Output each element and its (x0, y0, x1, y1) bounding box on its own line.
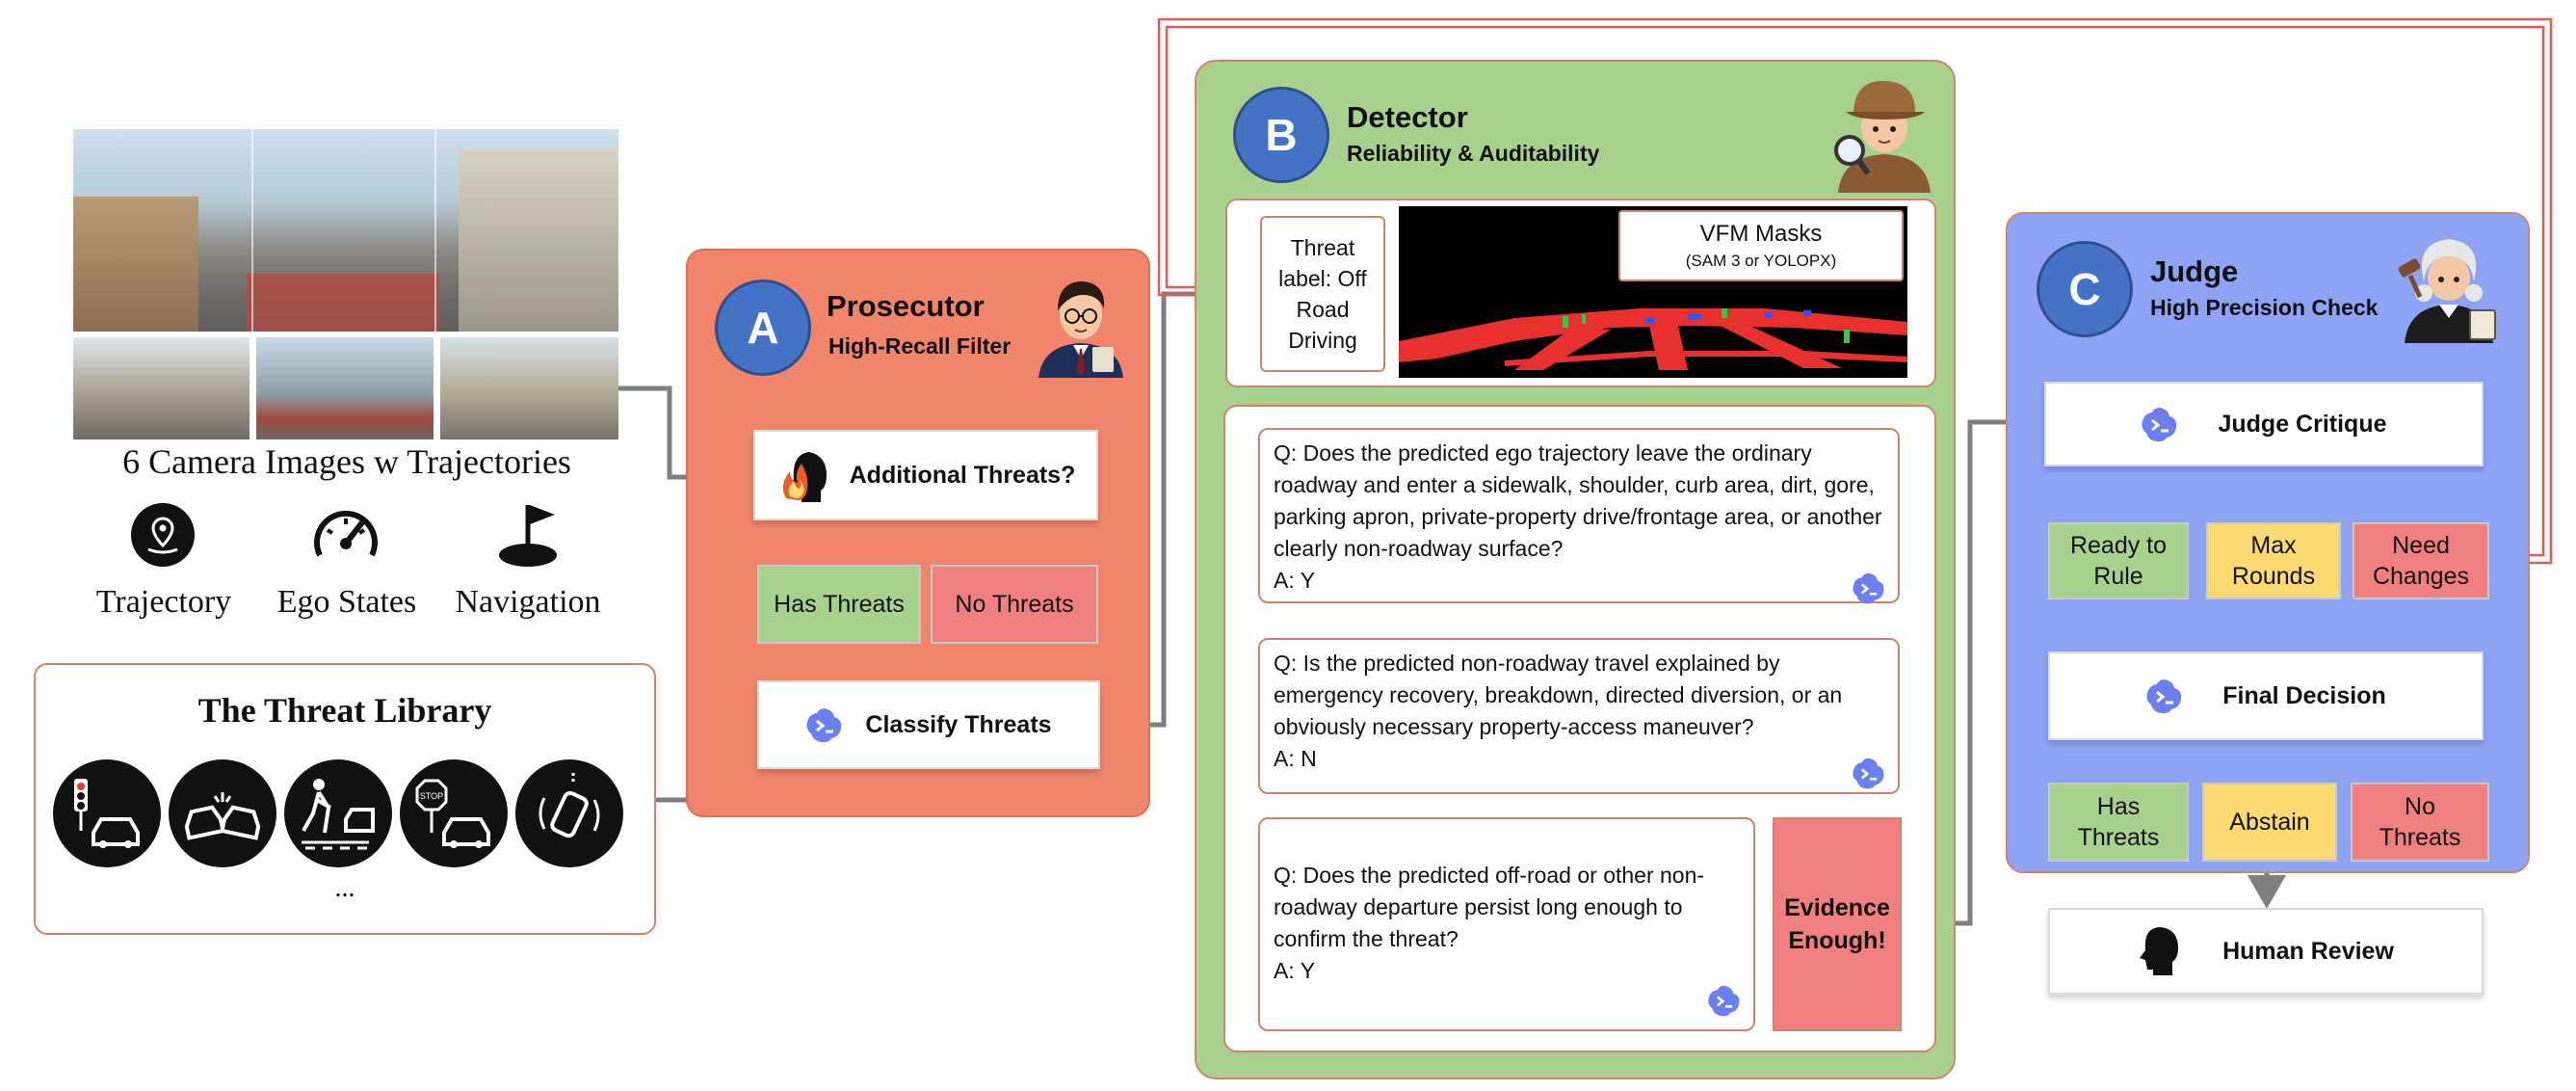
car-collision-icon (169, 759, 276, 867)
pedestrian-car-icon (284, 759, 392, 867)
judge-has-threats: Has Threats (2048, 783, 2189, 862)
camera-rear (256, 337, 434, 439)
prosecutor-badge: A (715, 279, 811, 376)
vfm-masks-subtitle: (SAM 3 or YOLOPX) (1685, 252, 1837, 270)
trajectory-icon (131, 503, 195, 567)
judge-abstain: Abstain (2202, 783, 2337, 862)
navigation-flag-icon (493, 497, 566, 571)
answer-3-text: A: Y (1274, 958, 1316, 983)
question-3-text: Q: Does the predicted off-road or other … (1274, 863, 1705, 951)
additional-threats-box: Additional Threats? (753, 430, 1098, 520)
camera-front-main (73, 129, 618, 332)
speedometer-icon (310, 501, 381, 569)
max-rounds-box: Max Rounds (2206, 522, 2341, 599)
additional-threats-label: Additional Threats? (849, 461, 1076, 489)
camera-caption: 6 Camera Images w Trajectories (122, 442, 571, 481)
prosecutor-subtitle: High-Recall Filter (828, 333, 1012, 359)
judge-avatar (2391, 224, 2507, 343)
prosecutor-avatar (1035, 270, 1127, 378)
human-review-label: Human Review (2222, 937, 2394, 965)
detector-subtitle: Reliability & Auditability (1347, 141, 1600, 166)
classify-threats-box: Classify Threats (757, 680, 1100, 769)
judge-title: Judge (2150, 254, 2239, 288)
question-1-text: Q: Does the predicted ego trajectory lea… (1274, 440, 1882, 561)
svg-text:STOP: STOP (420, 791, 443, 801)
navigation-label: Navigation (455, 584, 601, 620)
question-3-box: Q: Does the predicted off-road or other … (1258, 817, 1755, 1031)
threat-library-title: The Threat Library (197, 691, 492, 730)
camera-rear-left (73, 337, 250, 439)
detector-badge: B (1233, 87, 1329, 183)
agent-icon-q1 (1852, 571, 1886, 605)
camera-images (73, 129, 618, 439)
threat-library-ellipsis: ... (334, 873, 355, 903)
ai-agent-icon (2145, 677, 2184, 715)
judge-critique-label: Judge Critique (2218, 410, 2387, 438)
traffic-light-car-icon (53, 759, 161, 867)
prosecutor-title: Prosecutor (827, 289, 985, 323)
stop-sign-car-icon: STOP (400, 759, 508, 867)
ai-agent-icon (2141, 405, 2179, 443)
question-2-box: Q: Is the predicted non-roadway travel e… (1258, 638, 1900, 794)
final-decision-box: Final Decision (2048, 652, 2484, 740)
detector-avatar (1827, 73, 1934, 193)
judge-critique-box: Judge Critique (2044, 382, 2484, 466)
swerving-car-icon (515, 759, 623, 867)
question-2-text: Q: Is the predicted non-roadway travel e… (1274, 651, 1843, 739)
prosecutor-has-threats: Has Threats (757, 565, 921, 644)
ego-states-label: Ego States (276, 584, 417, 620)
classify-threats-label: Classify Threats (865, 710, 1052, 738)
vfm-masks-title: VFM Masks (1699, 221, 1823, 247)
camera-rear-right (440, 337, 618, 439)
threat-library: The Threat Library STOP ... (34, 663, 656, 935)
human-review-box: Human Review (2048, 908, 2484, 995)
ai-agent-icon (805, 705, 844, 744)
vfm-masks-box: VFM Masks (SAM 3 or YOLOPX) (1618, 210, 1904, 281)
judge-subtitle: High Precision Check (2150, 295, 2379, 320)
trajectory-label: Trajectory (95, 584, 232, 620)
evidence-enough-box: Evidence Enough! (1773, 817, 1902, 1031)
final-decision-label: Final Decision (2222, 681, 2386, 709)
feedback-loop-outer (1157, 17, 2553, 565)
detector-title: Detector (1347, 100, 1468, 134)
question-1-box: Q: Does the predicted ego trajectory lea… (1258, 428, 1900, 603)
ready-to-rule-box: Ready to Rule (2048, 522, 2189, 599)
fire-head-icon (776, 446, 834, 504)
prosecutor-no-threats: No Threats (931, 565, 1098, 644)
answer-2-text: A: N (1274, 746, 1317, 771)
answer-1-text: A: Y (1274, 568, 1316, 593)
judge-no-threats: No Threats (2351, 783, 2489, 862)
agent-icon-q2 (1852, 756, 1886, 790)
agent-icon-q3 (1707, 983, 1742, 1018)
human-head-icon (2138, 925, 2180, 977)
need-changes-box: Need Changes (2353, 522, 2489, 599)
feedback-loop-inner (1165, 25, 2545, 557)
threat-label-box: Threat label: Off Road Driving (1260, 216, 1385, 372)
judge-badge: C (2037, 241, 2133, 337)
evidence-enough-label: Evidence Enough! (1784, 894, 1890, 954)
